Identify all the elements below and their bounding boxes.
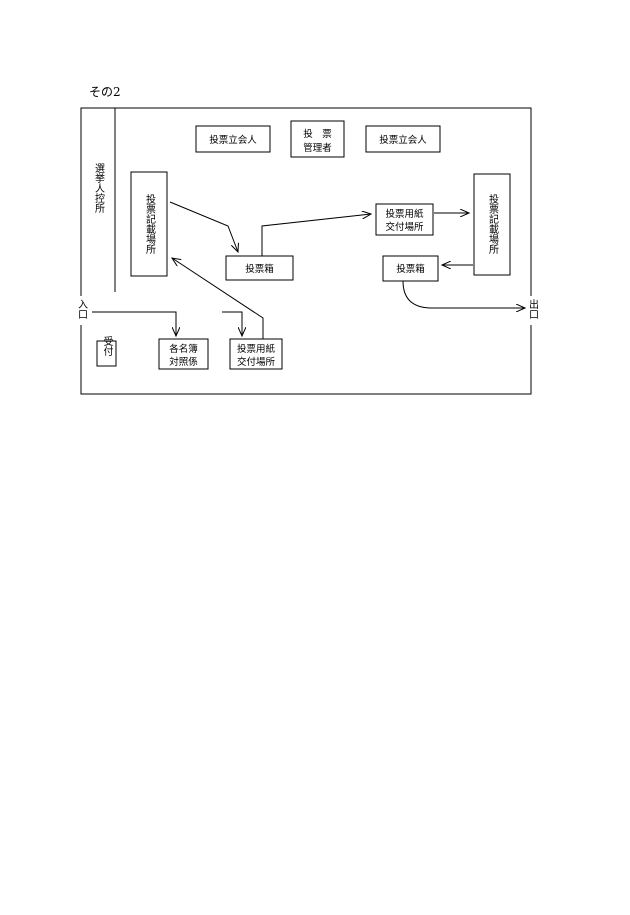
issue-top-box — [375, 203, 434, 236]
manager-label-line1: 投 票 — [303, 128, 332, 140]
issue-bottom-box — [229, 338, 283, 370]
exit-label: 出口 — [527, 298, 538, 319]
booth-left-box — [130, 171, 168, 277]
manager-label-line2: 管理者 — [303, 142, 332, 154]
diagram-caption: その2 — [89, 85, 121, 99]
observer-right-box — [365, 125, 441, 153]
observer-left-label: 投票立会人 — [209, 134, 257, 146]
booth-left-label: 投票記載場所 — [144, 193, 156, 255]
ballot-box-right-label: 投票箱 — [396, 263, 425, 275]
arrow-to-issue-bottom — [222, 311, 242, 336]
arrow-issue-bottom-to-booth-left — [172, 258, 264, 339]
reception-label: 受付 — [101, 336, 113, 357]
observer-left-box — [195, 125, 271, 153]
ballot-box-right-box — [382, 255, 439, 282]
arrow-ballot-box-left-to-issue-top — [261, 214, 371, 256]
roll-check-box — [158, 338, 209, 370]
booth-right-label: 投票記載場所 — [487, 193, 499, 255]
ballot-box-left-box — [225, 255, 294, 281]
manager-box — [290, 120, 345, 158]
reception-box — [96, 340, 117, 367]
arrow-ballot-box-right-to-exit — [402, 280, 525, 308]
observer-right-label: 投票立会人 — [379, 134, 427, 146]
ballot-box-left-label: 投票箱 — [245, 263, 274, 275]
room-wall-lower — [80, 325, 532, 395]
waiting-area-label: 選挙人控所 — [93, 162, 105, 214]
issue-top-label-line1: 投票用紙 — [385, 208, 424, 220]
arrow-entrance-to-roll-check — [92, 311, 176, 336]
room-wall-left-upper — [80, 107, 532, 296]
issue-bottom-label-line1: 投票用紙 — [237, 343, 276, 355]
roll-check-label-line1: 各名簿 — [169, 343, 198, 355]
roll-check-label-line2: 対照係 — [169, 356, 198, 368]
booth-right-box — [473, 173, 511, 276]
issue-bottom-label-line2: 交付場所 — [237, 356, 276, 368]
entrance-label: 入口 — [76, 299, 88, 319]
issue-top-label-line2: 交付場所 — [385, 221, 424, 233]
arrow-booth-left-to-ballot-box-left — [169, 201, 238, 252]
